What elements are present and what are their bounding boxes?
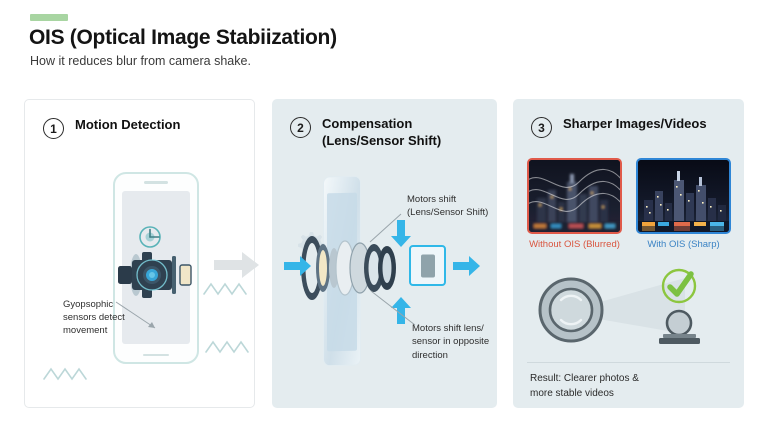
stable-platform-icon bbox=[659, 309, 700, 344]
leader-line bbox=[370, 290, 416, 326]
camera-module-illustration bbox=[118, 252, 192, 298]
arrow-up-icon bbox=[391, 297, 411, 324]
panel-2-header: 2 Compensation (Lens/Sensor Shift) bbox=[290, 116, 441, 149]
leader-line bbox=[115, 301, 156, 329]
panel-3-header: 3 Sharper Images/Videos bbox=[531, 116, 707, 138]
comparison-item-without-ois: Without OIS (Blurred) bbox=[527, 158, 622, 250]
camera-lens-icon bbox=[538, 277, 604, 343]
result-divider bbox=[527, 362, 730, 363]
panel-3-title: Sharper Images/Videos bbox=[563, 116, 707, 131]
arrow-right-icon bbox=[453, 256, 480, 276]
image-sensor-icon bbox=[409, 245, 446, 286]
panel-2-title: Compensation (Lens/Sensor Shift) bbox=[322, 116, 442, 148]
phone-home-bar bbox=[143, 353, 169, 356]
arrow-right-icon bbox=[214, 252, 259, 278]
panel-1-annotation: Gyopsophic sensors detect movement bbox=[63, 299, 125, 337]
shake-wave-icon bbox=[203, 282, 247, 296]
comparison-item-with-ois: With OIS (Sharp) bbox=[636, 158, 731, 250]
gyroscope-icon bbox=[139, 226, 161, 248]
panel-2-annotation-top: Motors shift (Lens/Sensor Shift) bbox=[407, 194, 489, 219]
step-badge-3: 3 bbox=[531, 117, 552, 138]
page-subtitle: How it reduces blur from camera shake. bbox=[30, 54, 251, 68]
shake-wave-icon bbox=[43, 367, 87, 381]
accent-bar bbox=[30, 14, 68, 21]
phone-earpiece bbox=[144, 181, 168, 184]
arrow-right-icon bbox=[284, 256, 311, 276]
thumbnail-sharp bbox=[636, 158, 731, 234]
caption-without-ois: Without OIS (Blurred) bbox=[529, 239, 620, 250]
result-illustration bbox=[538, 268, 700, 344]
page-title: OIS (Optical Image Stabiization) bbox=[29, 26, 337, 49]
step-badge-2: 2 bbox=[290, 117, 311, 138]
result-text: Result: Clearer photos & more stable vid… bbox=[530, 373, 639, 399]
thumbnail-blurred bbox=[527, 158, 622, 234]
green-check-icon bbox=[661, 268, 697, 304]
panel-1-title: Motion Detection bbox=[75, 117, 181, 132]
caption-with-ois: With OIS (Sharp) bbox=[647, 239, 720, 250]
shake-wave-icon bbox=[205, 340, 249, 354]
panel-motion-detection: 1 Motion Detection bbox=[24, 99, 255, 408]
sensor-chip bbox=[420, 254, 435, 277]
panel-sharper-images: 3 Sharper Images/Videos bbox=[513, 99, 744, 408]
panel-1-header: 1 Motion Detection bbox=[43, 117, 180, 139]
panel-2-annotation-bottom: Motors shift lens/ sensor in opposite di… bbox=[412, 323, 490, 361]
lens-stack-illustration bbox=[301, 236, 396, 300]
step-badge-1: 1 bbox=[43, 118, 64, 139]
arrow-down-icon bbox=[391, 220, 411, 247]
leader-line bbox=[369, 213, 402, 243]
